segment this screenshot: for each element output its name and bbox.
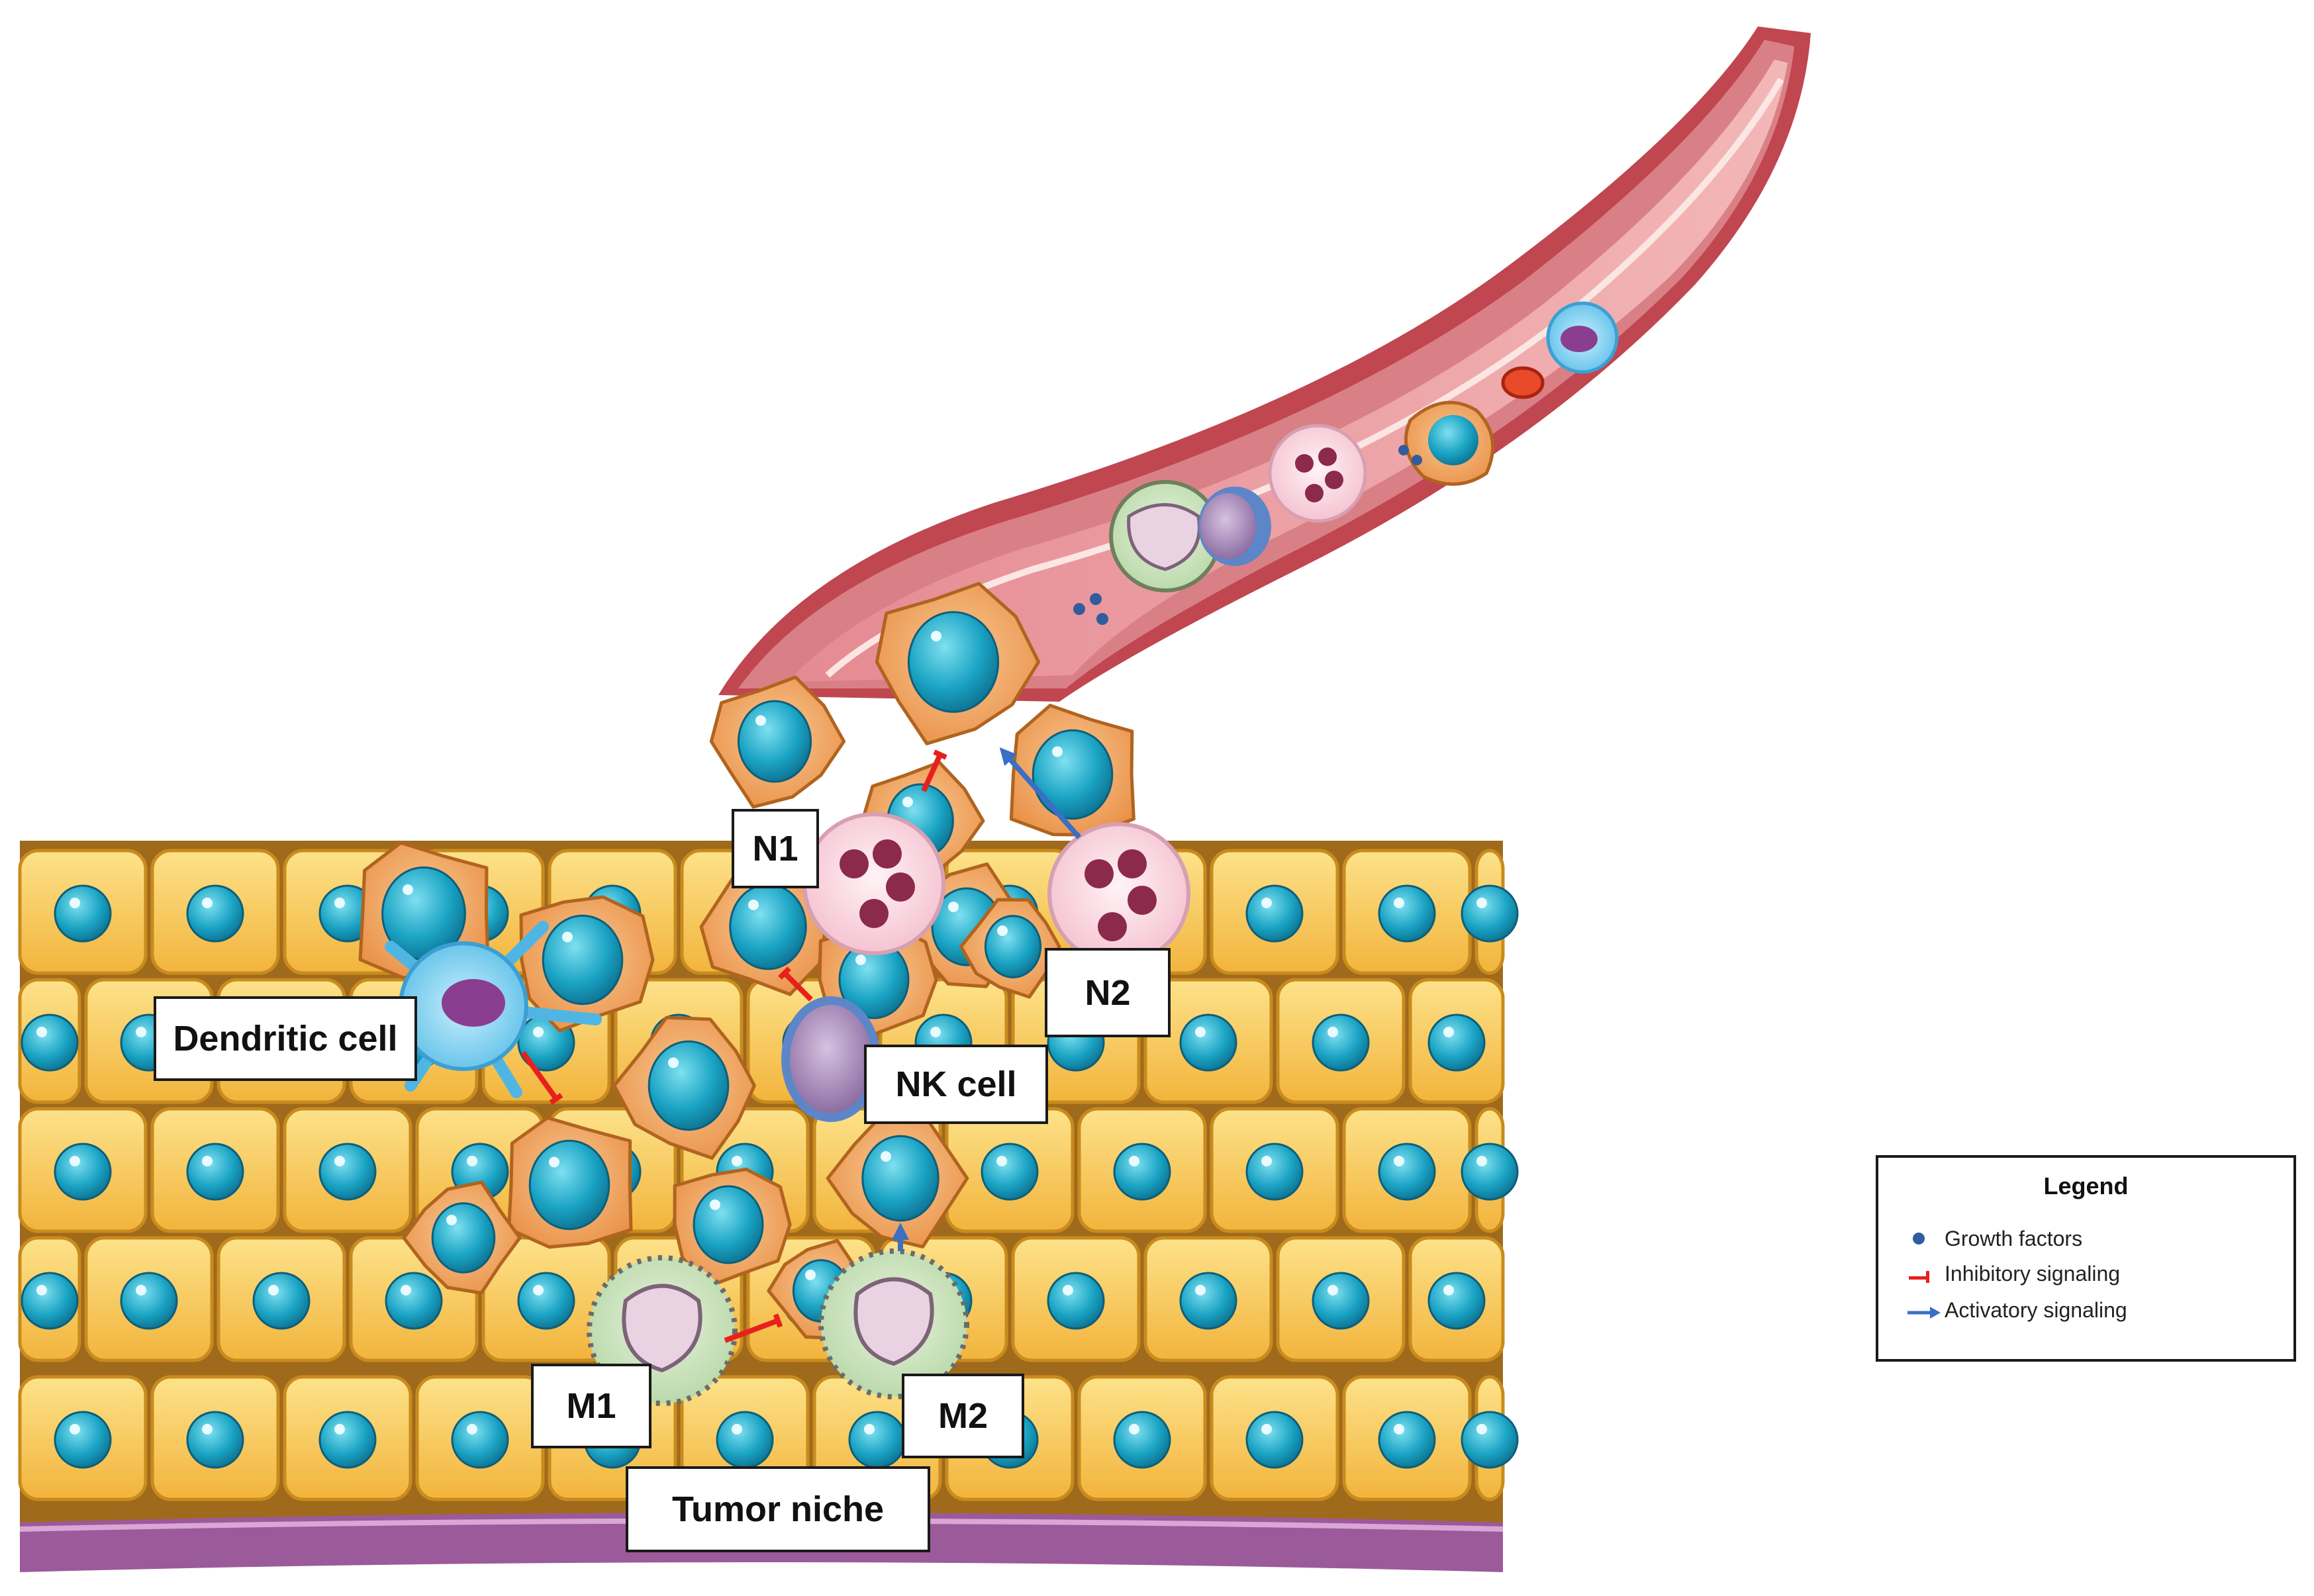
healthy-cell	[1276, 1236, 1406, 1362]
tumor-cell	[612, 1015, 756, 1160]
legend-item-activatory: Activatory signaling	[1905, 1293, 2127, 1327]
legend-label: Inhibitory signaling	[1945, 1261, 2121, 1286]
healthy-cell	[1461, 849, 1519, 975]
tumor-cell	[507, 1116, 633, 1249]
label-m2: M2	[902, 1374, 1024, 1458]
neutrophil-n2	[1047, 822, 1190, 965]
healthy-cell	[1461, 1375, 1519, 1501]
nk-cell	[781, 996, 881, 1122]
healthy-cell	[1408, 978, 1505, 1104]
label-n2: N2	[1045, 948, 1171, 1037]
healthy-cell	[945, 1107, 1075, 1233]
activatory-arrow-icon	[1905, 1297, 1945, 1323]
healthy-cell	[150, 849, 280, 975]
healthy-cell	[1342, 1107, 1472, 1233]
label-m1: M1	[531, 1364, 651, 1448]
healthy-cell	[1077, 1375, 1207, 1501]
healthy-cell	[1011, 1236, 1141, 1362]
growth-factor-icon	[1905, 1225, 1945, 1252]
healthy-cell	[415, 1375, 545, 1501]
healthy-cell	[84, 1236, 214, 1362]
legend-label: Growth factors	[1945, 1226, 2083, 1250]
healthy-cell	[1210, 1375, 1339, 1501]
label-n1: N1	[732, 809, 819, 888]
tumor-cell	[402, 1180, 522, 1295]
legend-item-inhibitory: Inhibitory signaling	[1905, 1257, 2120, 1290]
vessel-red-blood-cell	[1501, 366, 1545, 399]
vessel-nk-cell	[1198, 487, 1271, 566]
legend-title: Legend	[2043, 1172, 2129, 1199]
tumor-cell	[519, 895, 655, 1033]
label-nk-cell: NK cell	[864, 1045, 1048, 1124]
healthy-cell	[1342, 1375, 1472, 1501]
healthy-cell	[150, 1107, 280, 1233]
healthy-cell	[1077, 1107, 1207, 1233]
label-tumor-niche: Tumor niche	[626, 1466, 930, 1552]
vessel-neutrophil	[1268, 424, 1367, 523]
healthy-cell	[283, 1375, 412, 1501]
healthy-cell	[1143, 1236, 1273, 1362]
inhibitory-arrow-icon	[1905, 1260, 1945, 1287]
legend-label: Activatory signaling	[1945, 1297, 2127, 1322]
tumor-cell-cluster	[358, 582, 1135, 1340]
healthy-cell	[18, 1107, 148, 1233]
tumor-cell	[709, 675, 846, 809]
blood-vessel	[718, 26, 1811, 702]
healthy-cell	[1461, 1107, 1519, 1233]
healthy-cell	[217, 1236, 346, 1362]
inhibitory-signals	[520, 749, 947, 1343]
activatory-signals	[892, 747, 1081, 1251]
neutrophil-n1	[802, 812, 945, 955]
tumor-cell	[1009, 704, 1135, 837]
healthy-cell	[1276, 978, 1406, 1104]
healthy-cell	[1143, 978, 1273, 1104]
healthy-cell	[18, 1375, 148, 1501]
vessel-growth-factors	[1073, 445, 1422, 625]
legend-box: Legend Growth factors Inhibitory signali…	[1876, 1155, 2296, 1362]
vessel-macrophage	[1109, 480, 1222, 592]
legend-item-growth-factors: Growth factors	[1905, 1222, 2082, 1255]
vessel-tumor-cell	[1404, 400, 1495, 486]
healthy-cell	[283, 1107, 412, 1233]
healthy-cell	[150, 1375, 280, 1501]
label-dendritic-cell: Dendritic cell	[154, 996, 417, 1081]
healthy-cell	[1342, 849, 1472, 975]
healthy-cell	[18, 1236, 81, 1362]
healthy-cell	[1210, 1107, 1339, 1233]
healthy-cell	[18, 849, 148, 975]
healthy-cell	[18, 978, 81, 1104]
tumor-cell	[699, 857, 828, 996]
tumor-cell	[875, 582, 1041, 745]
tumor-cell	[959, 898, 1061, 999]
vessel-dendritic-cell	[1546, 301, 1619, 374]
macrophage-m2	[818, 1248, 969, 1399]
healthy-cell	[1408, 1236, 1505, 1362]
tumor-cell	[673, 1167, 792, 1289]
healthy-cell	[1210, 849, 1339, 975]
